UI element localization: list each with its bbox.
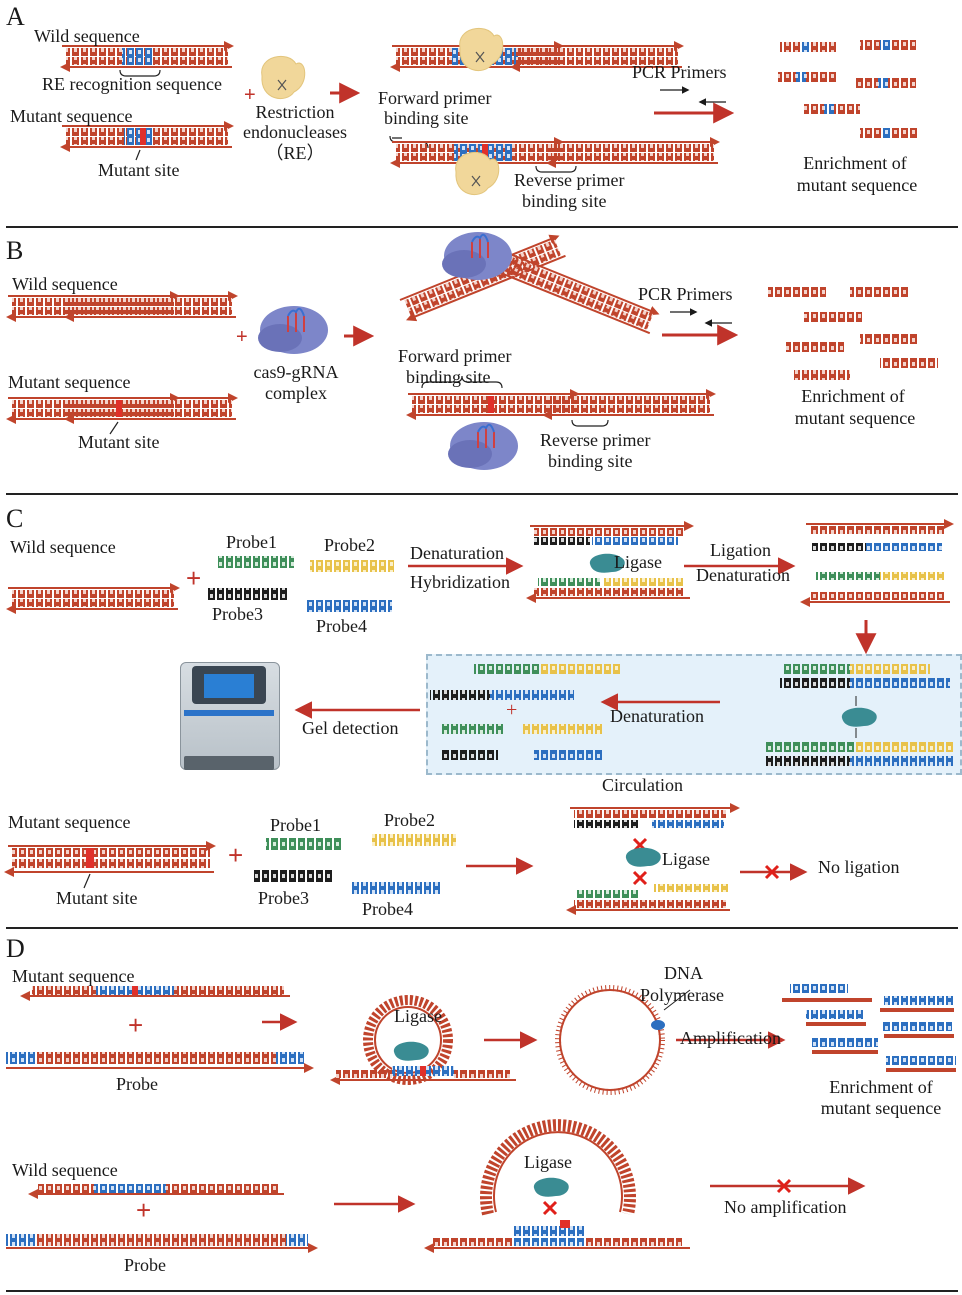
svg-text:+: + (136, 1195, 151, 1225)
a-re-site (122, 48, 154, 65)
c-ligation-label: Ligation (710, 540, 771, 560)
d-wild-sequence-label: Wild sequence (12, 1160, 118, 1180)
a-restriction-label-3: （RE） (265, 143, 325, 163)
panel-c-letter: C (6, 504, 24, 533)
a-enrich-label-1: Enrichment of (803, 153, 907, 173)
a-reverse-label-2: binding site (522, 191, 607, 211)
panel-a-art: + (62, 27, 918, 196)
gel-detection-machine-icon (176, 662, 284, 772)
separator-ab (6, 226, 958, 228)
a-wild-sequence-label: Wild sequence (34, 26, 140, 46)
c-hybridized-complex (526, 521, 694, 603)
b-forward-label-1: Forward primer (398, 346, 512, 366)
separator-bc (6, 493, 958, 495)
a-mutant-base (140, 128, 146, 145)
b-reverse-label-1: Reverse primer (540, 430, 651, 450)
d-enrich-label-1: Enrichment of (829, 1077, 933, 1097)
c-denaturation2-label: Denaturation (696, 565, 790, 585)
c-probe3-label: Probe3 (212, 604, 263, 624)
panel-b-art: + (8, 231, 938, 471)
c-wild-sequence-label: Wild sequence (10, 537, 116, 557)
b-cas9-label-1: cas9-gRNA (253, 362, 339, 382)
c-probe2 (310, 560, 394, 572)
panel-a-letter: A (6, 2, 25, 31)
a-pcr-label: PCR Primers (632, 62, 727, 82)
c-probe1 (218, 556, 294, 568)
panel-c-art: + (8, 519, 954, 655)
c-denaturation3-label: Denaturation (610, 706, 704, 726)
d-ligase2-label: Ligase (524, 1152, 572, 1172)
a-reverse-label-1: Reverse primer (514, 170, 625, 190)
c-gel-label: Gel detection (302, 718, 399, 738)
c-circ-plus: + (506, 699, 518, 721)
c-mutant-site-label: Mutant site (56, 888, 138, 908)
b-mutant-sequence-label: Mutant sequence (8, 372, 131, 392)
d-enrich-label-2: mutant sequence (820, 1098, 942, 1118)
b-enrichment-fragments (768, 287, 938, 380)
a-forward-label-1: Forward primer (378, 88, 492, 108)
c-mutant-sequence-label: Mutant sequence (8, 812, 131, 832)
c-circulation-contents (430, 664, 954, 766)
a-enrich-label-2: mutant sequence (796, 175, 918, 195)
d-no-amplification-label: No amplification (724, 1197, 847, 1217)
c-hybridization-label: Hybridization (410, 572, 510, 592)
a-re-recognition-label: RE recognition sequence (42, 74, 222, 94)
d-ligase-label: Ligase (394, 1006, 442, 1026)
b-forward-label-2: binding site (406, 367, 491, 387)
panel-d-letter: D (6, 934, 25, 963)
c-probe2b-label: Probe2 (384, 810, 435, 830)
svg-text:+: + (186, 563, 201, 593)
d-amplification-label: Amplification (680, 1028, 781, 1048)
c-no-ligation-label: No ligation (818, 857, 900, 877)
d-probe-label: Probe (116, 1074, 158, 1094)
d-polymerase-label: Polymerase (640, 985, 724, 1005)
b-enrich-label-2: mutant sequence (794, 408, 916, 428)
svg-text:+: + (128, 1010, 143, 1040)
c-probe2-label: Probe2 (324, 535, 375, 555)
c-probe3 (208, 588, 288, 600)
d-dna-label: DNA (664, 963, 703, 983)
d-probe2-label: Probe (124, 1255, 166, 1275)
d-enrichment-fragments (782, 984, 956, 1072)
panel-d-wild: + (6, 1119, 866, 1253)
a-restriction-label-2: endonucleases (243, 122, 347, 142)
panel-b-letter: B (6, 236, 24, 265)
b-wild-sequence-label: Wild sequence (12, 274, 118, 294)
c-circulation-label: Circulation (602, 775, 683, 795)
c-ligated-products (800, 519, 954, 607)
panel-d-mutant: + (6, 984, 956, 1095)
a-enrichment-fragments (778, 40, 918, 138)
a-mutant-sequence-label: Mutant sequence (10, 106, 133, 126)
c-probe3b-label: Probe3 (258, 888, 309, 908)
c-probe4b-label: Probe4 (362, 899, 413, 919)
b-cas9-label-2: complex (265, 383, 327, 403)
c-ligase2-label: Ligase (662, 849, 710, 869)
a-mutant-site-label: Mutant site (98, 160, 180, 180)
b-pcr-label: PCR Primers (638, 284, 733, 304)
d-mutant-sequence-label: Mutant sequence (12, 966, 135, 986)
svg-text:+: + (236, 326, 248, 348)
a-forward-label-2: binding site (384, 108, 469, 128)
c-probe4-label: Probe4 (316, 616, 367, 636)
svg-text:+: + (244, 84, 256, 106)
a-restriction-label-1: Restriction (255, 102, 335, 122)
c-ligase-label: Ligase (614, 552, 662, 572)
c-probe4 (306, 600, 392, 612)
c-denaturation-label: Denaturation (410, 543, 504, 563)
b-reverse-label-2: binding site (548, 451, 633, 471)
separator-cd (6, 927, 958, 929)
b-mutant-site-label: Mutant site (78, 432, 160, 452)
c-probe1b-label: Probe1 (270, 815, 321, 835)
separator-bottom (6, 1290, 958, 1292)
c-mutant-row: + (4, 803, 808, 915)
b-enrich-label-1: Enrichment of (801, 386, 905, 406)
svg-text:+: + (228, 840, 243, 870)
c-probe1-label: Probe1 (226, 532, 277, 552)
